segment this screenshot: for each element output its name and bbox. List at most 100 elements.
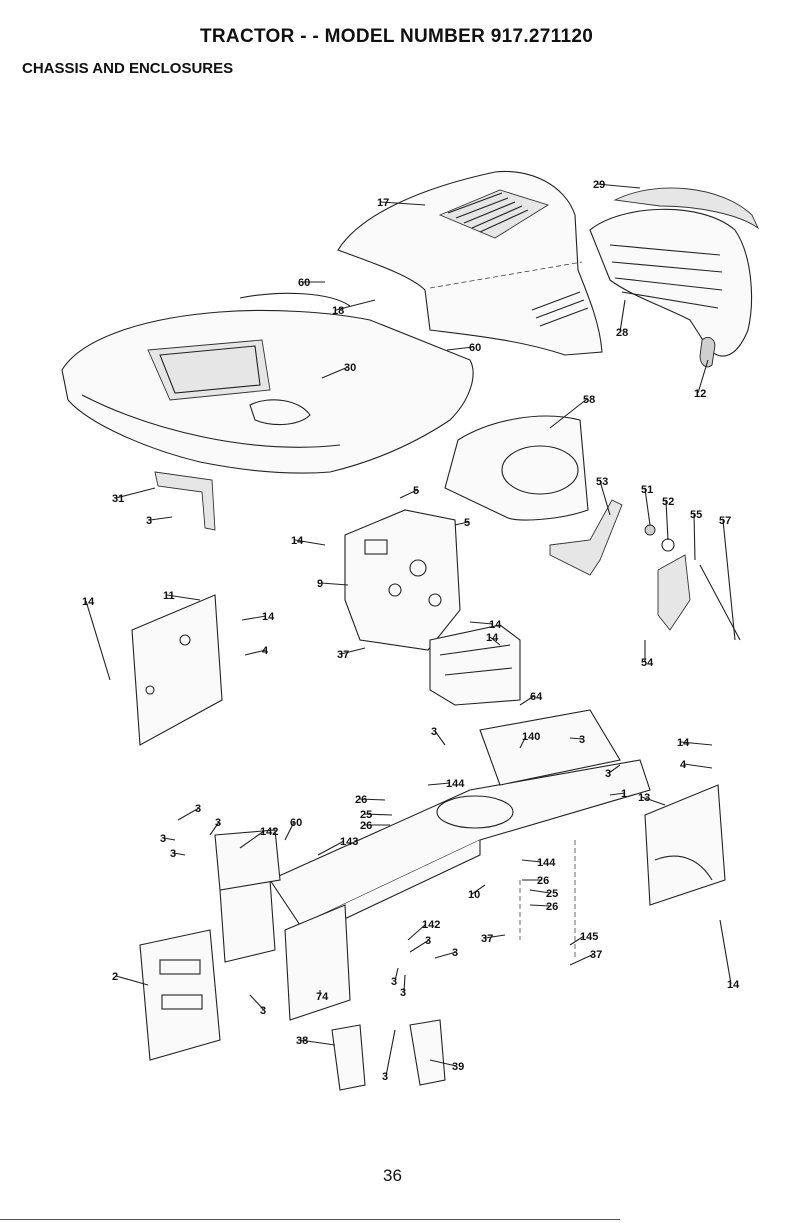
callout-washer-26-a: 26 — [355, 794, 385, 806]
callout-label: 74 — [316, 991, 329, 1003]
callout-label: 3 — [452, 947, 458, 959]
callout-bolt-frame-a: 3 — [431, 726, 445, 745]
callout-label: 3 — [605, 768, 611, 780]
callout-label: 26 — [355, 794, 367, 806]
callout-bolt-right-plate: 14 — [677, 737, 712, 749]
callout-label: 26 — [537, 875, 549, 887]
page-number: 36 — [383, 1166, 402, 1186]
callout-bolt-front-b: 3 — [210, 817, 221, 835]
callout-washer-26-d: 26 — [530, 901, 558, 913]
callout-bolt-fender: 60 — [447, 342, 481, 354]
callout-washer-left-plate: 4 — [245, 645, 269, 657]
callout-pivot-arm: 53 — [596, 476, 610, 515]
callout-label: 31 — [112, 493, 124, 505]
callout-bolt-3-lower-a: 3 — [391, 968, 398, 988]
lower-brackets-drawing — [332, 1020, 445, 1090]
grille-drawing — [590, 188, 758, 367]
callout-label: 3 — [400, 987, 406, 999]
callout-nut-dash-b: 5 — [455, 517, 470, 529]
callout-label: 60 — [469, 342, 481, 354]
callout-label: 3 — [195, 803, 201, 815]
callout-label: 13 — [638, 792, 650, 804]
callout-label: 29 — [593, 179, 605, 191]
engine-cover-drawing — [445, 416, 588, 520]
callout-label: 3 — [160, 833, 166, 845]
callout-left-plate: 11 — [163, 590, 200, 602]
callout-grille-top: 29 — [593, 179, 640, 191]
callout-label: 3 — [260, 1005, 266, 1017]
callout-bolts-3-bottom: 3 — [382, 1030, 395, 1083]
front-bracket-drawing — [140, 930, 220, 1060]
callout-bolt-144: 144 — [428, 778, 465, 790]
callout-label: 52 — [662, 496, 674, 508]
callout-label: 37 — [590, 949, 602, 961]
callout-label: 1 — [621, 788, 627, 800]
callout-bolt-3-mid-b: 3 — [435, 947, 458, 959]
callout-bolt-3-bottom: 3 — [250, 995, 266, 1017]
callout-label: 142 — [422, 919, 440, 931]
callout-label: 57 — [719, 515, 731, 527]
callout-label: 17 — [377, 197, 389, 209]
callout-label: 25 — [546, 888, 558, 900]
left-plate-drawing — [132, 595, 222, 745]
callout-label: 10 — [468, 889, 480, 901]
callout-lever-54: 54 — [641, 640, 654, 669]
callout-label: 51 — [641, 484, 653, 496]
callout-spacer-55: 55 — [690, 509, 702, 560]
callout-label: 9 — [317, 578, 323, 590]
callout-right-plate-13: 13 — [638, 792, 665, 805]
callout-rod-37-upper: 37 — [337, 648, 365, 661]
callout-label: 4 — [680, 759, 687, 771]
callout-label: 14 — [727, 979, 740, 991]
callout-label: 14 — [486, 632, 499, 644]
callout-label: 2 — [112, 971, 118, 983]
callout-washer-26-c: 26 — [522, 875, 549, 887]
callout-label: 5 — [464, 517, 470, 529]
callout-battery-box: 64 — [520, 691, 543, 705]
leader-line — [723, 520, 735, 640]
callout-seat-bracket: 31 — [112, 488, 155, 505]
callout-label: 12 — [694, 388, 706, 400]
callout-label: 14 — [82, 596, 95, 608]
callout-label: 144 — [537, 857, 556, 869]
callout-bolt-3-mid: 3 — [410, 935, 431, 952]
callout-bracket-38: 38 — [296, 1035, 335, 1047]
callout-nut-dash-a: 5 — [400, 485, 419, 498]
seat-bracket-drawing — [155, 472, 215, 530]
callout-label: 3 — [431, 726, 437, 738]
callout-bolts-left-plate: 14 — [82, 596, 110, 680]
dash-panel-drawing — [345, 510, 460, 650]
callout-label: 143 — [340, 836, 358, 848]
callout-bolt-seat-bracket: 3 — [146, 515, 172, 527]
callout-label: 140 — [522, 731, 540, 743]
callout-label: 3 — [425, 935, 431, 947]
callout-label: 60 — [290, 817, 302, 829]
pivot-parts-drawing — [550, 500, 740, 640]
leader-line — [150, 517, 172, 520]
callout-label: 14 — [489, 619, 502, 631]
callout-hood-bracket: 18 — [332, 300, 375, 317]
callout-label: 64 — [530, 691, 543, 703]
callout-bolt-145: 145 — [570, 931, 598, 945]
part-drawings — [62, 171, 758, 1090]
callout-label: 14 — [262, 611, 275, 623]
callout-label: 14 — [291, 535, 304, 547]
callout-bolt-left-plate: 14 — [242, 611, 275, 623]
leader-line — [86, 601, 110, 680]
callout-label: 4 — [262, 645, 269, 657]
callout-label: 3 — [382, 1071, 388, 1083]
callout-bolt-57: 57 — [719, 515, 735, 640]
callout-bolt-front-a: 3 — [178, 803, 201, 820]
callout-label: 60 — [298, 277, 310, 289]
callout-label: 3 — [146, 515, 152, 527]
callout-label: 144 — [446, 778, 465, 790]
leader-line — [321, 583, 348, 585]
callout-washer-25-b: 25 — [530, 888, 558, 900]
fender-drawing — [62, 293, 473, 473]
callout-grille-clip: 12 — [694, 360, 708, 400]
callout-label: 30 — [344, 362, 356, 374]
callout-washer-52: 52 — [662, 496, 674, 540]
callout-label: 3 — [170, 848, 176, 860]
callout-label: 39 — [452, 1061, 464, 1073]
